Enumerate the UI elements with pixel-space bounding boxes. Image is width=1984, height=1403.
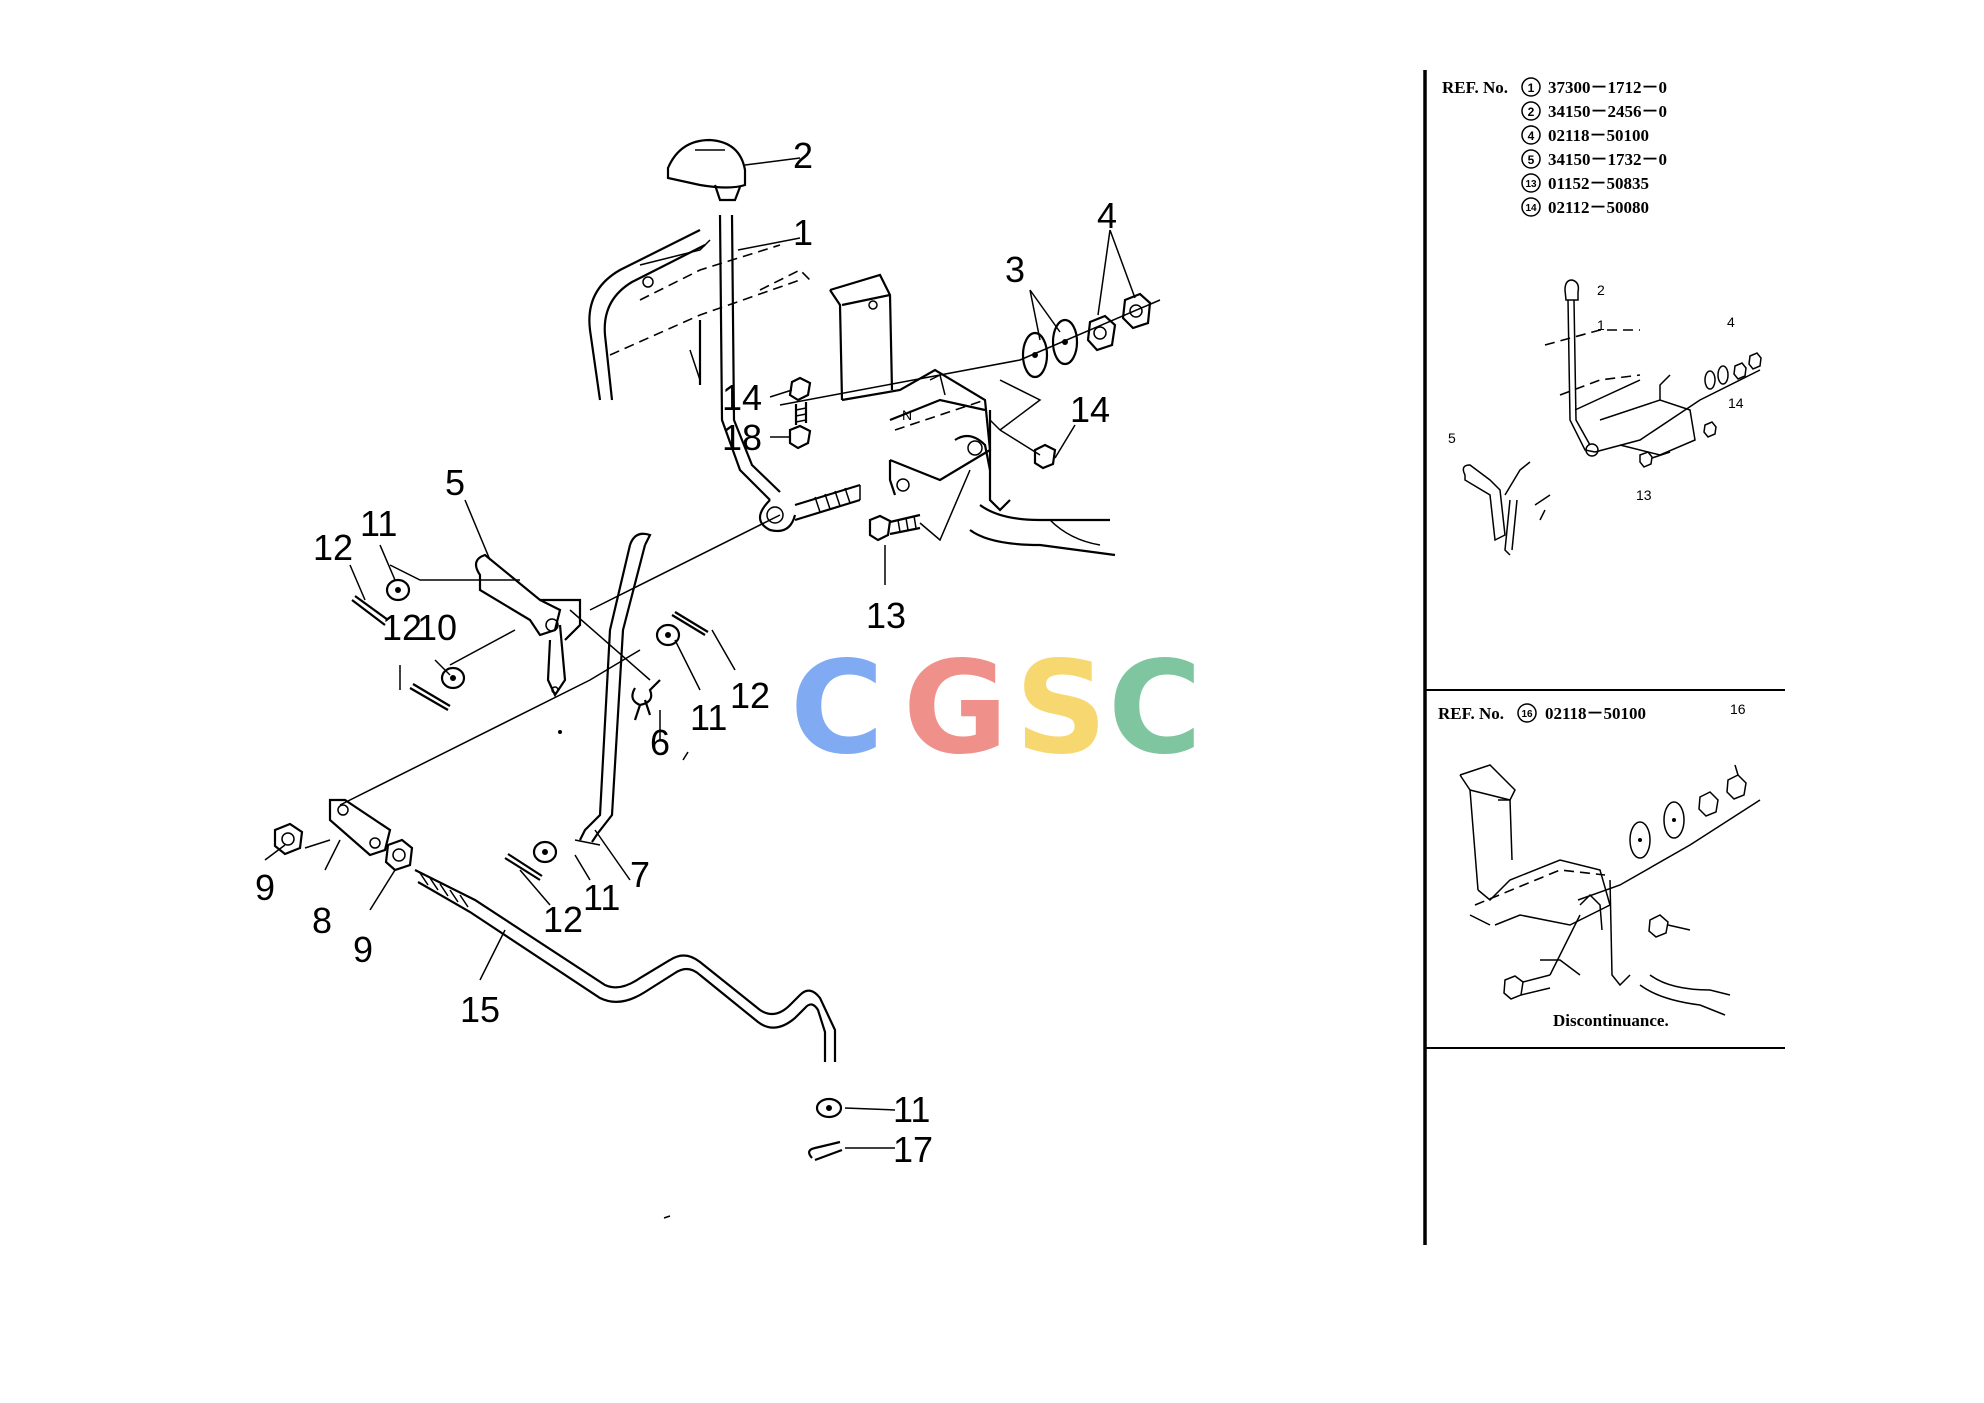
svg-text:14: 14 [1728, 395, 1744, 411]
callout-13: 13 [866, 595, 906, 636]
callout-11d: 11 [893, 1089, 930, 1130]
callout-5: 5 [445, 462, 465, 503]
ref-row: 5 34150－1732－0 [1521, 149, 1667, 169]
rod-15 [414, 869, 837, 1062]
svg-text:13: 13 [1525, 179, 1537, 190]
svg-text:2: 2 [1528, 105, 1535, 119]
callout-14b: 14 [1070, 389, 1110, 430]
callout-12d: 12 [543, 899, 583, 940]
callout-18: 18 [722, 417, 762, 458]
svg-text:N: N [902, 407, 912, 423]
callout-12a: 12 [313, 527, 353, 568]
svg-text:4: 4 [1727, 314, 1735, 330]
logo-letter-s: S [1015, 634, 1107, 783]
ref-list-bottom: REF. No. 16 02118－50100 16 [1438, 701, 1746, 723]
callout-4: 4 [1097, 195, 1117, 236]
washers-and-pins [351, 578, 843, 1162]
logo-letter-c2: C [1108, 634, 1202, 783]
clevis-and-nuts [273, 649, 641, 872]
svg-text:16: 16 [1730, 701, 1746, 717]
callout-numbers: 2 1 3 4 14 18 14 13 5 11 12 12 10 12 11 … [255, 135, 1117, 1170]
svg-text:5: 5 [1528, 153, 1535, 167]
bolts [788, 376, 1057, 542]
svg-text:01152－50835: 01152－50835 [1548, 174, 1649, 193]
callout-10: 10 [417, 607, 457, 648]
callout-7: 7 [630, 854, 650, 895]
ref-list-top: REF. No. 1 37300－1712－0 2 34150－2456－0 4… [1442, 77, 1667, 217]
svg-text:16: 16 [1521, 709, 1533, 720]
ref-label: REF. No. [1442, 78, 1508, 97]
logo-letter-c1: C [790, 634, 884, 783]
svg-text:5: 5 [1448, 430, 1456, 446]
svg-text:2: 2 [1597, 282, 1605, 298]
ref-label-2: REF. No. [1438, 704, 1504, 723]
svg-text:1: 1 [1528, 81, 1535, 95]
svg-text:34150－1732－0: 34150－1732－0 [1548, 150, 1667, 169]
discontinuance-note: Discontinuance. [1553, 1011, 1669, 1030]
cgsc-watermark-logo: C G S C [790, 634, 1202, 783]
rod-7 [574, 532, 652, 881]
callout-12b: 12 [382, 607, 422, 648]
svg-text:4: 4 [1528, 129, 1535, 143]
control-lever [718, 214, 861, 533]
svg-text:1: 1 [1597, 317, 1605, 333]
bracket: N [829, 273, 1011, 512]
lever-knob [666, 138, 747, 202]
callout-11b: 11 [690, 697, 727, 738]
svg-text:14: 14 [1525, 203, 1537, 214]
callout-8: 8 [312, 900, 332, 941]
callout-2: 2 [793, 135, 813, 176]
callout-15: 15 [460, 989, 500, 1030]
main-exploded-view: N [255, 135, 1161, 1170]
callout-3: 3 [1005, 249, 1025, 290]
ref-row: 4 02118－50100 [1521, 125, 1649, 145]
callout-14a: 14 [722, 377, 762, 418]
frame-outline [588, 229, 1116, 557]
callout-11a: 11 [360, 503, 397, 544]
leader-lines [264, 157, 1136, 1149]
ref-row: 14 02112－50080 [1521, 197, 1649, 217]
washers-and-nuts [779, 292, 1161, 406]
svg-text:02118－50100: 02118－50100 [1545, 704, 1646, 723]
inset-view-bottom: Discontinuance. [1459, 764, 1761, 1030]
callout-12c: 12 [730, 675, 770, 716]
callout-9a: 9 [255, 867, 275, 908]
svg-text:37300－1712－0: 37300－1712－0 [1548, 78, 1667, 97]
svg-text:34150－2456－0: 34150－2456－0 [1548, 102, 1667, 121]
ref-row: 13 01152－50835 [1521, 173, 1649, 193]
callout-17: 17 [893, 1129, 933, 1170]
logo-letter-g: G [903, 634, 1008, 783]
svg-text:02112－50080: 02112－50080 [1548, 198, 1649, 217]
ref-row: 2 34150－2456－0 [1521, 101, 1667, 121]
callout-6: 6 [650, 722, 670, 763]
callout-11c: 11 [583, 877, 620, 918]
callout-9b: 9 [353, 929, 373, 970]
ref-row: 1 37300－1712－0 [1521, 77, 1667, 97]
callout-1: 1 [793, 212, 813, 253]
svg-text:13: 13 [1636, 487, 1652, 503]
svg-text:02118－50100: 02118－50100 [1548, 126, 1649, 145]
inset-view-top: 2 1 4 14 5 13 [1448, 279, 1762, 556]
stray-marks [558, 730, 689, 1219]
reference-panel: REF. No. 1 37300－1712－0 2 34150－2456－0 4… [1423, 70, 1785, 1245]
